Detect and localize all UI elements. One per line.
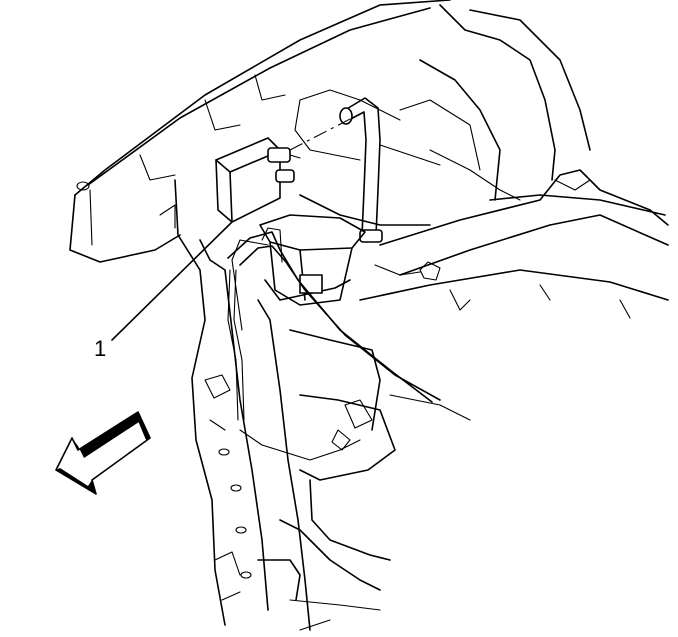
reservoir-bracket	[231, 214, 366, 331]
hood-panel	[69, 0, 451, 263]
wire-harness	[227, 227, 441, 461]
front-direction-arrow-icon	[55, 411, 151, 495]
control-module	[215, 137, 301, 223]
radiator-support	[174, 179, 311, 631]
inner-fender	[294, 4, 666, 226]
callout-label: 1	[94, 336, 106, 361]
callout-1-leader	[111, 221, 233, 341]
vacuum-hose	[339, 97, 383, 243]
alignment-line	[289, 117, 353, 151]
frame-rail	[359, 169, 669, 319]
lower-panel	[279, 329, 471, 631]
